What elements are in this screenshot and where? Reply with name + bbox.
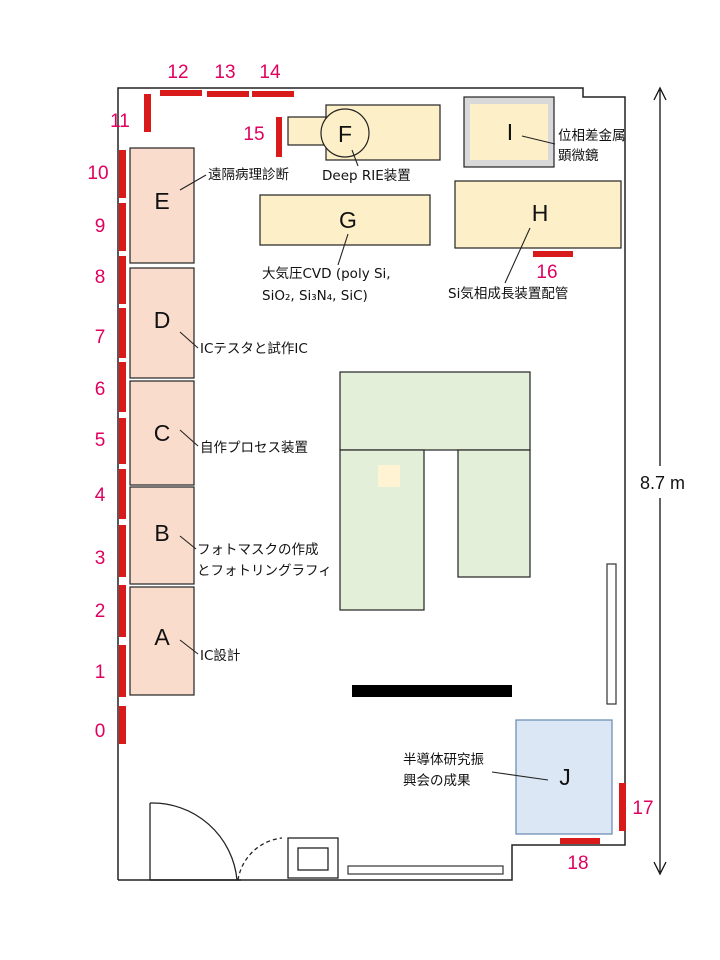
equipment-H-label: Si気相成長装置配管 [448, 286, 568, 302]
marker-6: 6 [95, 379, 106, 400]
window-right [606, 563, 617, 705]
equipment-J-label-line1: 半導体研究振 [403, 752, 484, 768]
station-A-box[interactable] [129, 586, 195, 696]
equipment-G-label-line1: 大気圧CVD (poly Si, [262, 266, 391, 282]
equipment-F-letter: F [338, 121, 352, 147]
equipment-I-letter: I [507, 119, 513, 145]
window-bottom [347, 865, 504, 875]
station-B-box[interactable] [129, 486, 195, 585]
equipment-J-box[interactable] [515, 719, 613, 835]
station-A-label: IC設計 [200, 648, 240, 664]
marker-14: 14 [259, 62, 281, 83]
equipment-G-letter: G [339, 207, 357, 233]
station-C-letter: C [154, 420, 171, 446]
entrance-door [149, 802, 283, 881]
red-markers [119, 90, 626, 844]
marker-11: 11 [110, 111, 130, 132]
dimension-label: 8.7 m [640, 473, 685, 493]
marker-15: 15 [243, 124, 264, 145]
marker-5: 5 [95, 430, 106, 451]
dimension-arrow [653, 86, 667, 876]
station-D-label: ICテスタと試作IC [200, 341, 308, 357]
equipment-I[interactable] [463, 96, 555, 168]
equipment-G-box[interactable] [259, 194, 431, 246]
marker-16: 16 [536, 262, 557, 283]
leader-lines [179, 135, 556, 781]
equipment-I-label-line1: 位相差金属 [558, 128, 626, 144]
marker-1: 1 [95, 662, 106, 683]
station-B-label-line2: とフォトリングラフィ [197, 563, 332, 579]
station-E-box[interactable] [129, 147, 195, 264]
table-small-item [378, 465, 400, 487]
equipment-H-box[interactable] [454, 180, 622, 249]
equipment-G-label-line2: SiO₂, Si₃N₄, SiC) [262, 288, 368, 304]
equipment-H-letter: H [532, 200, 549, 226]
station-E-label: 遠隔病理診断 [208, 167, 289, 183]
station-C-label: 自作プロセス装置 [200, 440, 308, 456]
equipment-I-label-line2: 顕微鏡 [558, 148, 599, 164]
marker-4: 4 [95, 485, 106, 506]
room-walls [117, 87, 626, 881]
station-B-letter: B [154, 520, 169, 546]
marker-2: 2 [95, 601, 106, 622]
marker-3: 3 [95, 548, 106, 569]
work-tables [339, 371, 531, 611]
black-partition [352, 685, 512, 697]
equipment-F[interactable] [287, 104, 441, 161]
marker-10: 10 [87, 163, 108, 184]
marker-12: 12 [167, 62, 188, 83]
marker-13: 13 [214, 62, 235, 83]
marker-18: 18 [567, 853, 588, 874]
cabinet [287, 837, 339, 879]
station-A-letter: A [154, 624, 170, 650]
marker-7: 7 [95, 327, 106, 348]
equipment-J-letter: J [559, 764, 571, 790]
station-E-letter: E [154, 188, 169, 214]
station-D-box[interactable] [129, 267, 195, 379]
equipment-J-label-line2: 興会の成果 [403, 773, 471, 789]
equipment-F-label: Deep RIE装置 [322, 168, 411, 184]
marker-9: 9 [95, 216, 106, 237]
marker-8: 8 [95, 267, 106, 288]
station-B-label-line1: フォトマスクの作成 [197, 542, 319, 558]
marker-17: 17 [632, 798, 653, 819]
marker-0: 0 [95, 721, 106, 742]
station-D-letter: D [154, 307, 171, 333]
